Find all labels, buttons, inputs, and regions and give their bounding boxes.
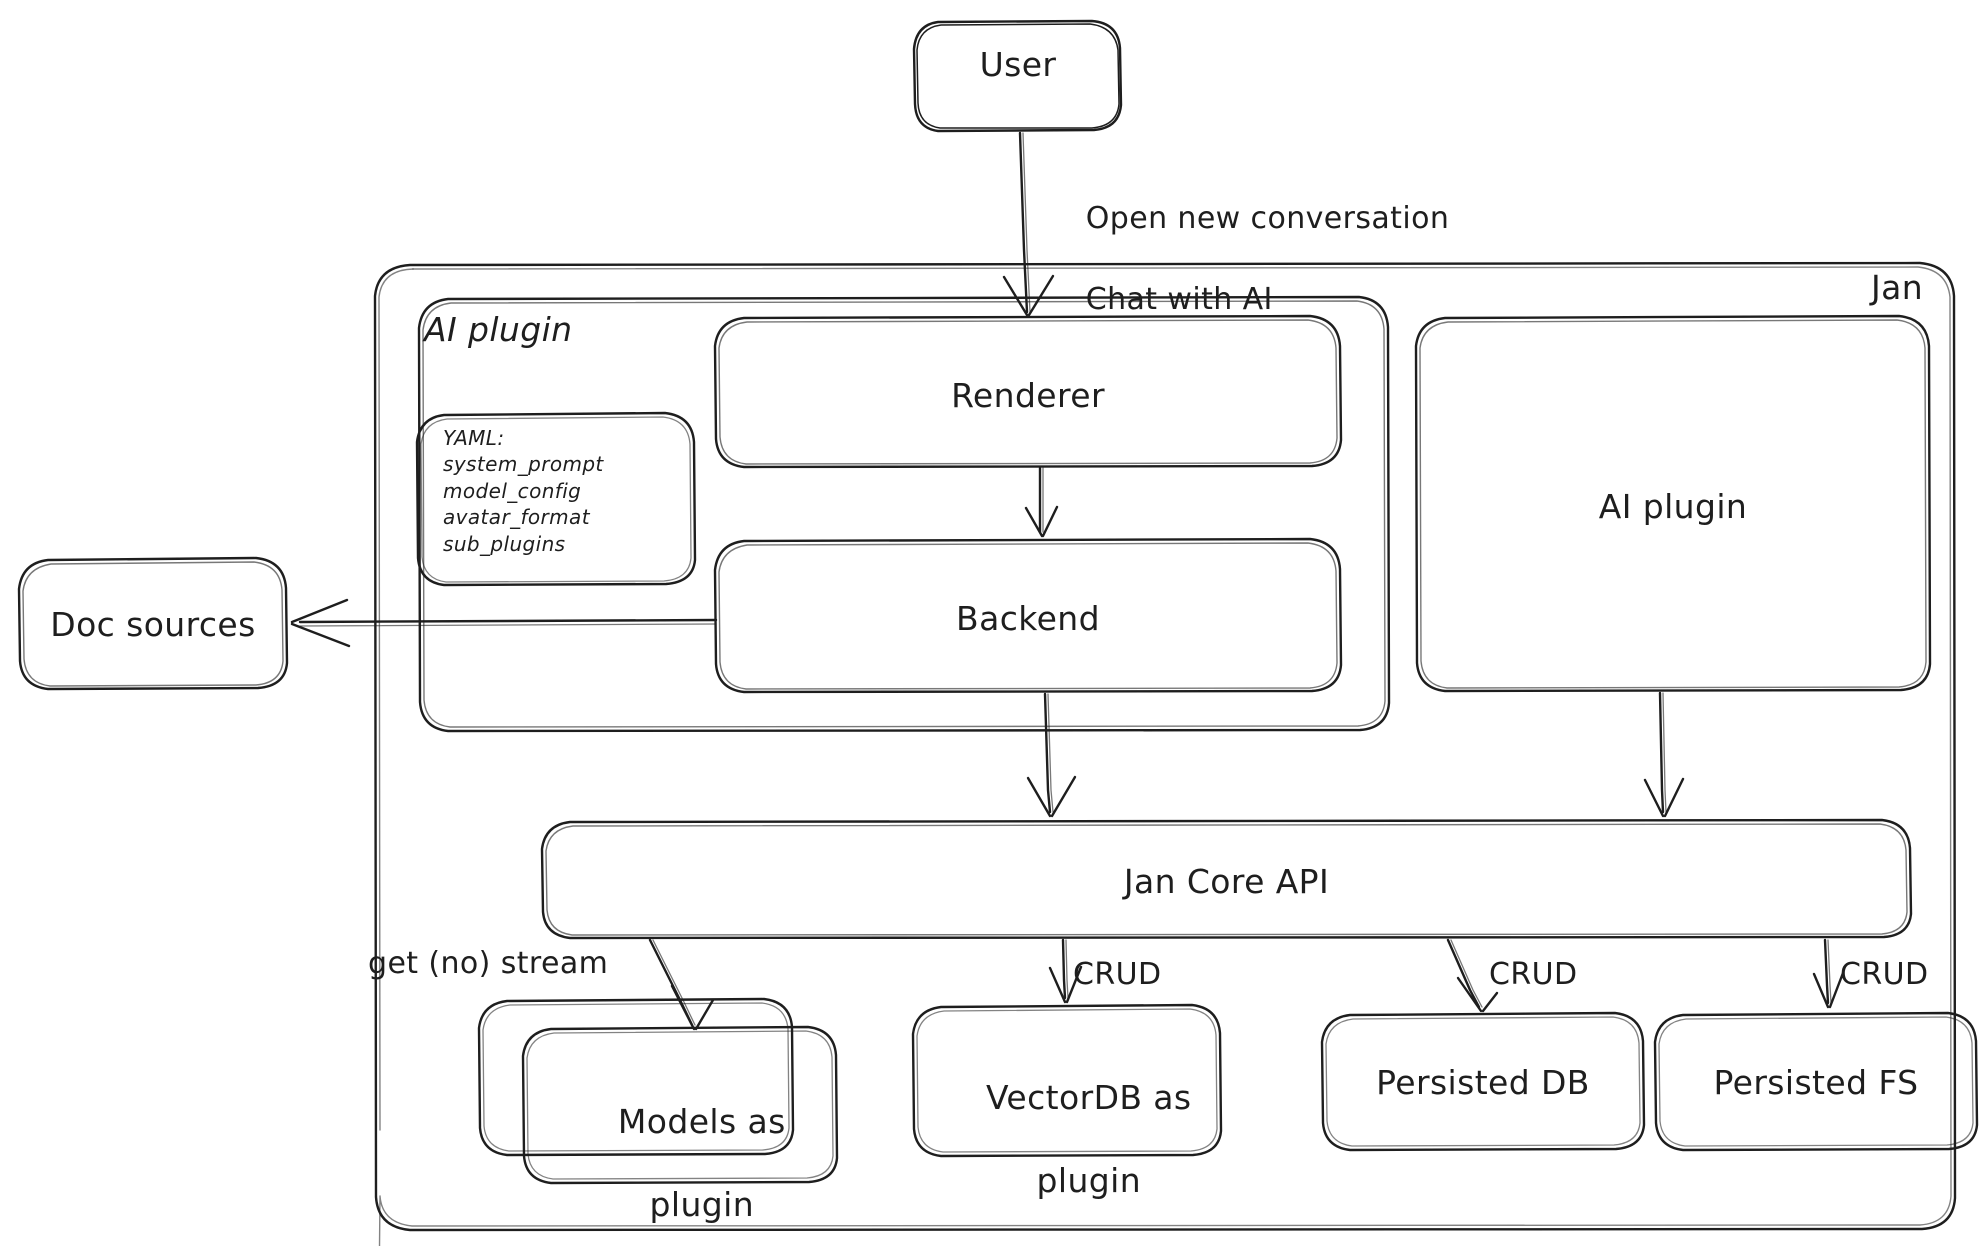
node-shape-ai-plugin-right[interactable] [1414,314,1932,693]
edge-label-crud-vectordb: CRUD [1073,957,1162,992]
yaml-card-key-sub-plugins: sub_plugins [443,531,566,556]
edge-label-line-1: Open new conversation [1085,200,1450,236]
node-label-user[interactable]: User [979,45,1057,84]
edge-ai-plugin-to-core-api [1643,691,1685,818]
yaml-card-key-model-config: model_config [443,478,582,503]
group-shape-ai-plugin[interactable] [417,295,1391,733]
edge-core-api-to-persisted-db [1446,938,1499,1013]
edge-backend-to-doc-sources [290,598,718,648]
node-shape-models-as-plugin-back[interactable] [477,997,795,1157]
node-shape-yaml-card[interactable] [415,411,697,587]
node-label-vectordb-as-plugin[interactable]: VectorDB as plugin [913,1036,1221,1242]
edge-renderer-to-backend [1024,466,1059,538]
node-label-doc-sources[interactable]: Doc sources [50,605,256,644]
node-shape-persisted-fs[interactable] [1653,1011,1979,1152]
vectordb-as-plugin-line-2: plugin [1036,1160,1142,1200]
yaml-card-title: YAML: [443,426,505,450]
edge-label-crud-persisted-fs: CRUD [1840,957,1929,992]
node-shape-jan-core-api[interactable] [540,818,1913,940]
node-label-ai-plugin-right[interactable]: AI plugin [1598,487,1748,526]
node-shape-vectordb-as-plugin[interactable] [911,1003,1223,1158]
edge-user-to-renderer [1002,131,1055,317]
node-shape-backend[interactable] [713,537,1343,694]
group-shape-jan[interactable] [373,261,1957,1246]
group-label-jan: Jan [1871,268,1924,307]
node-shape-persisted-db[interactable] [1320,1011,1646,1152]
yaml-card-key-avatar-format: avatar_format [443,505,590,530]
node-label-models-as-plugin[interactable]: Models as plugin [523,1060,837,1246]
models-as-plugin-line-2: plugin [649,1184,755,1224]
edge-label-get-no-stream: get (no) stream [368,946,609,981]
edge-label-user-to-renderer: Open new conversation Chat with AI [1046,158,1449,361]
node-label-persisted-fs[interactable]: Persisted FS [1713,1063,1919,1102]
models-as-plugin-line-1: Models as [617,1102,786,1142]
group-label-ai-plugin: AI plugin [424,310,573,349]
node-label-persisted-db[interactable]: Persisted DB [1376,1063,1590,1102]
yaml-card-text[interactable]: YAML: system_prompt model_config avatar_… [443,425,689,557]
edge-label-line-2: Chat with AI [1085,281,1273,317]
node-label-renderer[interactable]: Renderer [951,376,1105,415]
node-shape-renderer[interactable] [713,314,1343,469]
node-label-backend[interactable]: Backend [956,599,1100,638]
edge-core-api-to-persisted-fs [1812,938,1845,1009]
node-shape-doc-sources[interactable] [17,556,289,691]
node-shape-user[interactable] [912,19,1123,133]
edge-label-crud-persisted-db: CRUD [1489,957,1578,992]
node-label-jan-core-api[interactable]: Jan Core API [1123,862,1330,901]
edge-core-api-to-vectordb [1048,938,1083,1004]
vectordb-as-plugin-line-1: VectorDB as [986,1078,1192,1118]
yaml-card-key-system-prompt: system_prompt [443,452,604,477]
edge-core-api-to-models [648,938,715,1031]
edge-backend-to-core-api [1026,692,1077,818]
node-shape-models-as-plugin[interactable] [521,1025,839,1185]
